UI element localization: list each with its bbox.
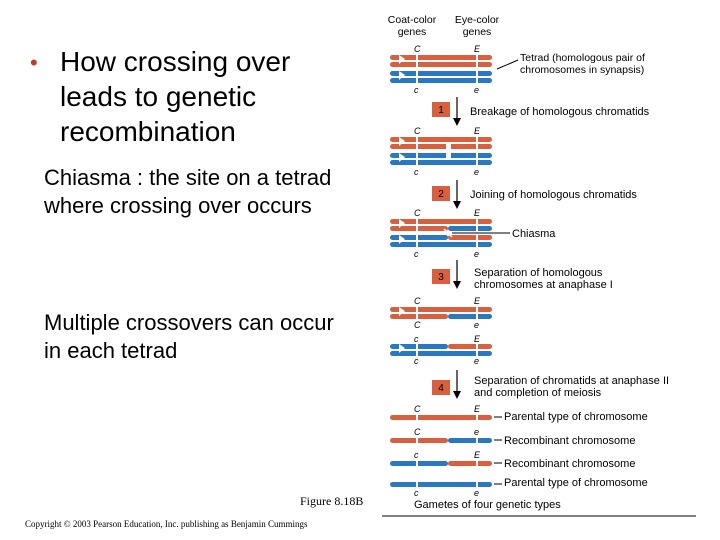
bullet-text: How crossing over leads to genetic recom… — [60, 46, 291, 147]
chromatid-blue-1 — [390, 71, 492, 76]
gene-letter: E — [474, 450, 481, 460]
step-2-badge — [432, 186, 450, 201]
break-gap — [446, 142, 451, 159]
gene-letter: c — [414, 488, 419, 498]
gamete-2b — [448, 438, 492, 443]
arrow-1-head — [453, 118, 461, 126]
tetrad-pointer — [496, 59, 519, 70]
gene-letter: c — [414, 450, 419, 460]
coat-color-header: Coat-color genes — [387, 14, 437, 38]
step-1-number: 1 — [438, 105, 444, 116]
gametes-caption: Gametes of four genetic types — [414, 499, 561, 511]
eye-color-header: Eye-color genes — [454, 14, 500, 38]
gene-letter: C — [414, 404, 421, 414]
tetrad-label: Tetrad (homologous pair of chromosomes i… — [520, 52, 645, 76]
gene-letter: e — [474, 427, 479, 437]
breakage-stage — [390, 136, 492, 166]
multiple-crossovers-text: Multiple crossovers can occur in each te… — [44, 310, 334, 363]
gene-letter: e — [474, 167, 479, 177]
step-4-badge — [432, 380, 450, 395]
gamete-1 — [390, 415, 492, 420]
gamete-label-2: Recombinant chromosome — [504, 435, 636, 447]
gamete-3a — [390, 461, 448, 466]
step-1-badge — [432, 102, 450, 117]
gene-letter: C — [414, 427, 421, 437]
step-1-text: Breakage of homologous chromatids — [470, 106, 650, 118]
chiasma-definition: Chiasma : the site on a tetrad where cro… — [44, 165, 332, 218]
gamete-label-4: Parental type of chromosome — [504, 477, 648, 489]
gametes-stage — [390, 414, 502, 488]
gene-letter: C — [414, 208, 421, 218]
chromatid-red-2 — [390, 62, 492, 67]
gene-letter: C — [414, 44, 421, 54]
gene-letter: c — [414, 334, 419, 344]
gene-letter: E — [474, 404, 481, 414]
gamete-2a — [390, 438, 448, 443]
gene-letter: c — [414, 85, 419, 95]
gene-letter: E — [474, 44, 481, 54]
anaphase-1-stage — [390, 306, 492, 357]
gene-mark-eye — [476, 54, 478, 84]
gene-letter: E — [474, 126, 481, 136]
tetrad-stage — [390, 54, 519, 84]
gene-letter: e — [474, 488, 479, 498]
gene-letter: C — [414, 126, 421, 136]
step-2-text: Joining of homologous chromatids — [470, 189, 637, 201]
gene-mark-coat — [416, 54, 418, 84]
gene-letter: C — [414, 296, 421, 306]
gamete-4 — [390, 482, 492, 487]
step-2-number: 2 — [438, 189, 444, 200]
gene-letter: e — [474, 320, 479, 330]
centromere-blue — [399, 71, 405, 80]
chromatid-blue-2 — [390, 78, 492, 83]
arrow-3-head — [453, 281, 461, 289]
figure-caption: Figure 8.18B — [300, 494, 364, 508]
gamete-label-1: Parental type of chromosome — [504, 411, 648, 423]
gene-letter: E — [474, 208, 481, 218]
chromatid-red-1 — [390, 55, 492, 60]
step-3-badge — [432, 269, 450, 284]
centromere-red — [399, 55, 405, 64]
arrow-4-head — [453, 391, 461, 399]
gene-letter: c — [414, 249, 419, 259]
step-4-number: 4 — [438, 383, 444, 394]
arrow-2-head — [453, 201, 461, 209]
step-3-text: Separation of homologous chromosomes at … — [474, 267, 613, 291]
gene-letter: E — [474, 334, 481, 344]
joining-stage — [390, 218, 510, 248]
step-3-number: 3 — [438, 272, 444, 283]
gene-letter: E — [474, 296, 481, 306]
copyright-text: Copyright © 2003 Pearson Education, Inc.… — [25, 519, 308, 529]
gene-letter: c — [414, 356, 419, 366]
gene-letter: c — [414, 167, 419, 177]
gene-letter: C — [414, 320, 421, 330]
gene-letter: e — [474, 85, 479, 95]
chiasma-label: Chiasma — [512, 228, 556, 240]
gamete-label-3: Recombinant chromosome — [504, 458, 636, 470]
gene-letter: e — [474, 249, 479, 259]
gene-letter: e — [474, 356, 479, 366]
bullet-dot: • — [30, 50, 38, 75]
step-4-text: Separation of chromatids at anaphase II … — [474, 375, 670, 399]
gamete-3b — [448, 461, 492, 466]
